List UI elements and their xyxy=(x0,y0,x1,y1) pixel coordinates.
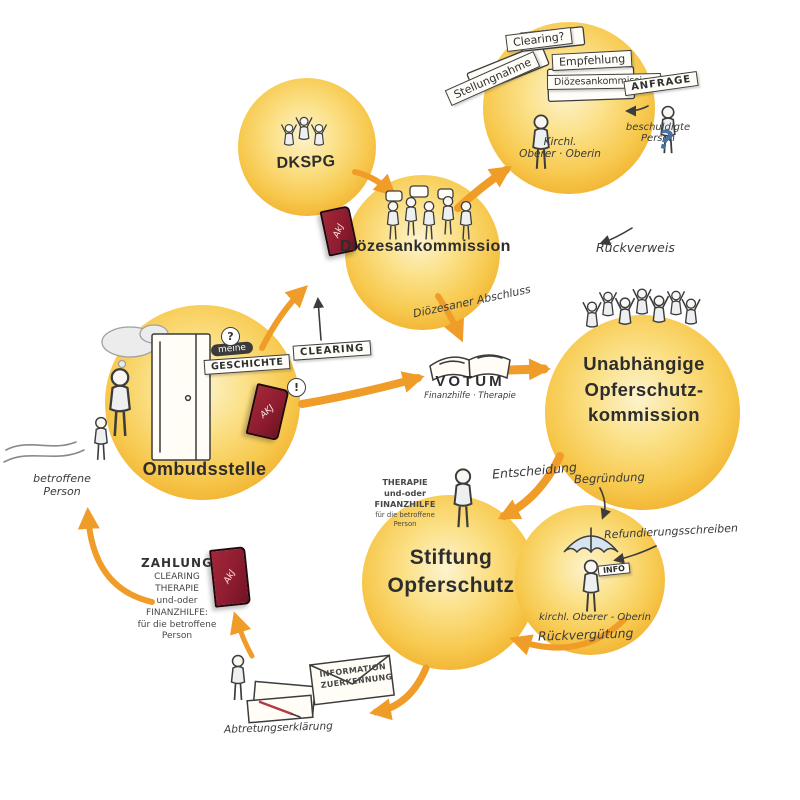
figure-kirchlicher-oberer-unten xyxy=(582,559,600,613)
begruendung-label: Begründung xyxy=(573,469,645,487)
book-label: AkJ xyxy=(222,568,238,586)
arrow-stiftung-to-information xyxy=(369,664,430,721)
votum-title: VOTUM xyxy=(435,373,505,390)
book-label: AkJ xyxy=(331,222,347,240)
dkspg-figures xyxy=(280,116,328,146)
figure-betroffene-am-tor xyxy=(108,367,132,438)
arrow-dkspg-to-dioezesankommission xyxy=(352,169,397,197)
dkspg-title: DKSPG xyxy=(276,152,336,173)
kirchlicher-oberer-caption: Kirchl. Oberer · Oberin xyxy=(519,136,601,160)
opferschutzkommission-figures xyxy=(582,288,701,328)
arrow-zahlung-to-betroffene xyxy=(77,507,155,605)
path-road-icon xyxy=(3,441,85,463)
umbrella-icon xyxy=(563,527,619,554)
arrow-ombudsstelle-to-dioezesankommission xyxy=(259,285,309,351)
book-label: AKJ xyxy=(258,403,277,421)
betroffene-person-caption: betroffene Person xyxy=(33,472,91,498)
opferschutzkommission-title: Unabhängige Opferschutz- kommission xyxy=(583,353,705,426)
stiftung-title: Stiftung Opferschutz xyxy=(387,546,515,598)
stiftung-leistungen: THERAPIE und-oder FINANZHILFE xyxy=(374,477,436,509)
votum-subtitle: Finanzhilfe · Therapie xyxy=(424,391,516,401)
dioezesankommission-title: Diözesankommission xyxy=(340,238,511,255)
circle-dioezesankommission xyxy=(345,175,500,330)
circle-dkspg xyxy=(238,78,376,216)
zahlung-lines: CLEARING THERAPIE und-oder FINANZHILFE: … xyxy=(137,572,217,642)
bubble-exclaim-icon: ! xyxy=(287,378,306,397)
votum-book-icon xyxy=(429,354,511,382)
stiftung-leistungen-note: für die betroffene Person xyxy=(375,511,435,528)
circle-stiftung xyxy=(362,495,537,670)
arrow-rueckverweis xyxy=(599,227,633,246)
figure-stiftung-person xyxy=(453,468,473,529)
arrow-ombudsstelle-to-votum xyxy=(298,371,425,408)
figure-empfaenger-person xyxy=(230,654,246,701)
door-icon xyxy=(151,333,211,461)
envelope-icon xyxy=(309,654,395,706)
line-refundierung-to-figure xyxy=(613,545,657,564)
arrow-person-to-zahlung-book xyxy=(230,611,255,659)
bubble-question-icon: ? xyxy=(221,327,240,346)
arrow-dioezesankommission-to-votum xyxy=(435,293,464,343)
circle-opferschutzkommission xyxy=(545,315,740,510)
zahlung-title: ZAHLUNG xyxy=(141,556,213,570)
beschuldigte-caption: beschuldigte Person xyxy=(625,122,691,144)
rueckverweis-label: Rückverweis xyxy=(596,240,675,255)
figure-betroffene-person xyxy=(94,416,108,461)
ombudsstelle-title: Ombudsstelle xyxy=(142,459,267,479)
papers-icon xyxy=(246,680,317,724)
arrow-entscheidung xyxy=(497,452,564,520)
arrow-votum-to-opferschutzkommission xyxy=(501,358,551,381)
arrow-anfrage-to-oberer xyxy=(625,105,649,117)
dioezesankommission-figures xyxy=(385,185,473,241)
line-begruendung-to-figure xyxy=(599,487,612,520)
kirchlicher-oberer-unten-caption: kirchl. Oberer - Oberin xyxy=(539,612,651,623)
arrow-rueckverguetung xyxy=(509,617,627,656)
arrow-clearing-up xyxy=(313,297,325,341)
